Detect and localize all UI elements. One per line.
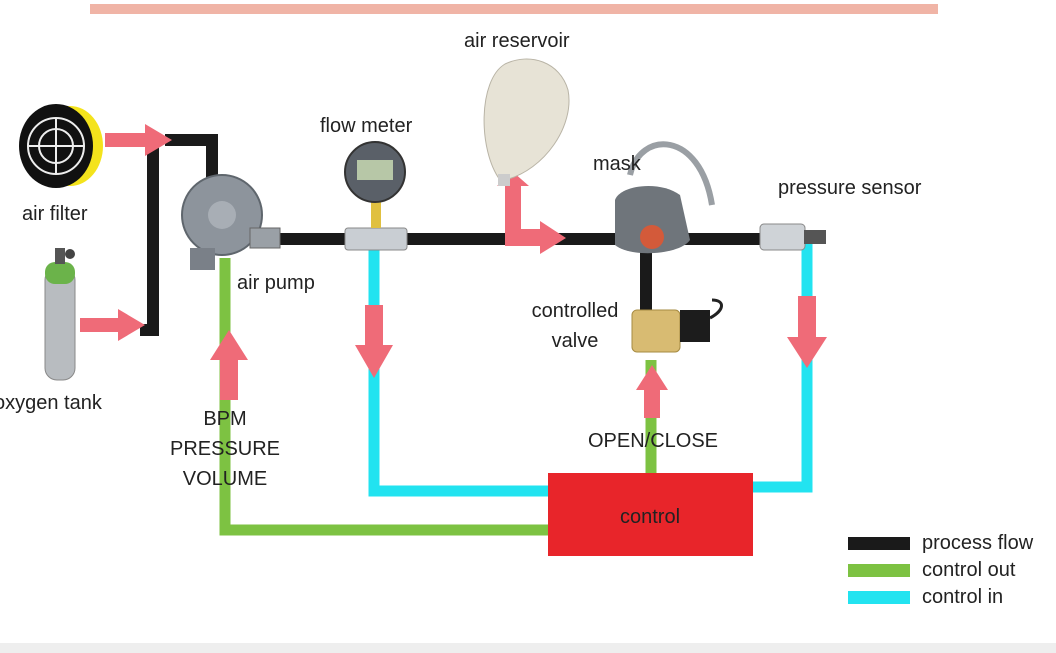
arrow-right-filter xyxy=(105,124,172,156)
air-filter-label: air filter xyxy=(22,203,88,225)
air-filter-icon xyxy=(19,104,103,188)
pressure-sensor-icon xyxy=(759,223,826,251)
pressure-sensor-label: pressure sensor xyxy=(778,177,922,199)
air-pump-label: air pump xyxy=(237,272,315,294)
legend-swatch-process-flow xyxy=(848,537,910,550)
mask-icon xyxy=(615,141,715,254)
controlled-valve-label-2: valve xyxy=(552,330,599,352)
flow-meter-label: flow meter xyxy=(320,115,413,137)
signal-open-close: OPEN/CLOSE xyxy=(588,430,718,452)
controlled-valve-icon xyxy=(631,298,723,353)
legend-swatch-control-in xyxy=(848,591,910,604)
air-reservoir-label: air reservoir xyxy=(464,30,570,52)
arrow-up-valve xyxy=(636,365,668,418)
oxygen-tank-icon xyxy=(44,248,76,381)
legend-label-process-flow: process flow xyxy=(922,532,1034,554)
legend-label-control-out: control out xyxy=(922,559,1016,581)
signal-bpm: BPM xyxy=(203,408,246,430)
oxygen-tank-label: oxygen tank xyxy=(0,392,103,414)
control-box xyxy=(548,473,753,556)
top-bar xyxy=(90,4,938,14)
signal-pressure: PRESSURE xyxy=(170,438,280,460)
arrow-down-sensor xyxy=(787,296,827,368)
flow-meter-icon xyxy=(344,141,408,251)
control-in-lines xyxy=(368,240,813,497)
legend: process flow control out control in xyxy=(848,532,1034,608)
air-reservoir-icon xyxy=(483,58,570,186)
mask-label: mask xyxy=(593,153,642,175)
air-pump-icon xyxy=(181,174,281,270)
controlled-valve-label-1: controlled xyxy=(532,300,619,322)
arrow-reservoir xyxy=(497,172,566,254)
arrow-right-oxygen xyxy=(80,309,145,341)
bottom-strip xyxy=(0,643,1056,653)
legend-label-control-in: control in xyxy=(922,586,1003,608)
arrow-up-pump xyxy=(210,330,248,400)
legend-swatch-control-out xyxy=(848,564,910,577)
arrow-down-flowmeter xyxy=(355,305,393,378)
control-label: control xyxy=(620,506,680,528)
signal-volume: VOLUME xyxy=(183,468,267,490)
